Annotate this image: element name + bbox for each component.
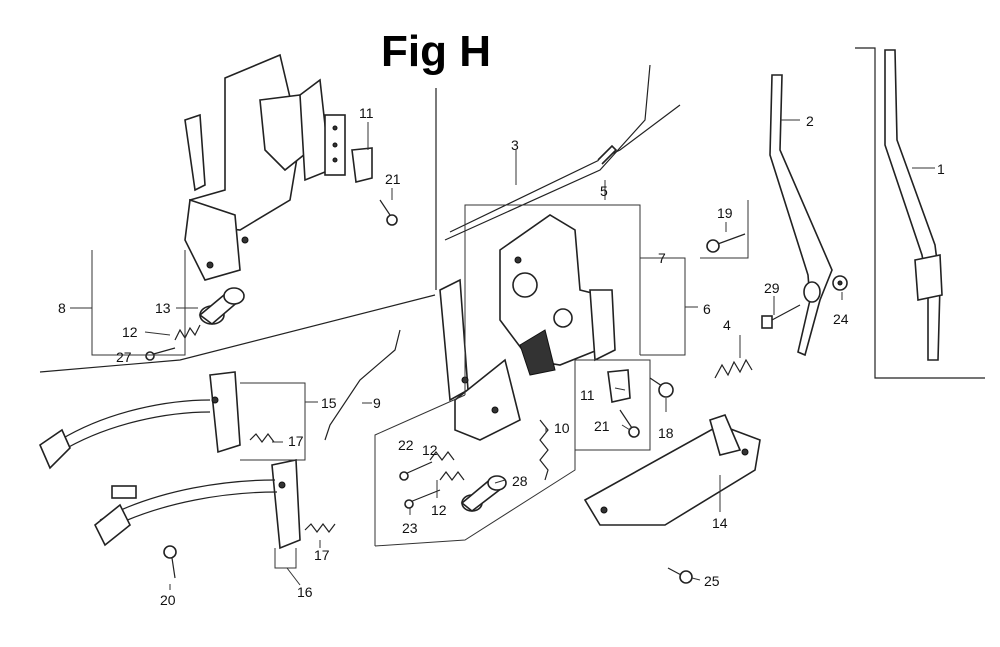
callout-16: 16	[297, 584, 313, 600]
callout-15: 15	[321, 395, 337, 411]
leader-lines	[70, 119, 935, 590]
callout-20: 20	[160, 592, 176, 608]
plate-part-14	[583, 414, 761, 526]
callout-12-center-lower: 12	[431, 502, 447, 518]
lever-part-1	[884, 49, 943, 361]
callout-12-center-upper: 12	[422, 442, 438, 458]
callout-9: 9	[373, 395, 381, 411]
callout-13: 13	[155, 300, 171, 316]
bolt-part-23	[404, 489, 441, 509]
callout-7: 7	[658, 250, 666, 266]
callout-27: 27	[116, 349, 132, 365]
callout-17-upper: 17	[288, 433, 304, 449]
callout-23: 23	[402, 520, 418, 536]
bolt-part-25	[667, 567, 693, 584]
bolt-part-29	[761, 304, 801, 329]
callout-24: 24	[833, 311, 849, 327]
callout-17-lower: 17	[314, 547, 330, 563]
bolt-part-18	[649, 377, 674, 398]
cable-part-3	[444, 64, 681, 241]
collar-part-28	[460, 475, 507, 513]
spring-part-12-upper-left	[174, 324, 201, 341]
callout-2: 2	[806, 113, 814, 129]
collar-part-13	[198, 287, 245, 326]
callout-28: 28	[512, 473, 528, 489]
cable-assembly-part-15	[39, 371, 241, 470]
control-plate-assembly	[439, 214, 616, 441]
callout-19: 19	[717, 205, 733, 221]
clip-part-11-upper	[351, 147, 373, 183]
callout-5: 5	[600, 183, 608, 199]
callout-12-upper: 12	[122, 324, 138, 340]
bolt-part-27	[145, 347, 176, 361]
callout-22: 22	[398, 437, 414, 453]
nut-part-24	[832, 275, 848, 291]
control-assembly-upper-left	[184, 53, 346, 281]
spring-part-17-upper	[249, 433, 275, 443]
callout-labels: 1 2 3 4 5 6 7 8 9 10 11 11 12 12 12 13 1…	[58, 105, 945, 608]
cable-assembly-part-16	[93, 459, 301, 550]
figure-title: Fig H	[381, 27, 491, 76]
callout-10: 10	[554, 420, 570, 436]
bolt-part-19	[706, 233, 746, 253]
spring-part-10	[539, 419, 549, 481]
spring-part-4	[714, 358, 753, 379]
callout-18: 18	[658, 425, 674, 441]
rod-part-9	[324, 329, 401, 441]
callout-11-center: 11	[580, 387, 595, 403]
bolt-part-20	[163, 545, 177, 579]
callout-6: 6	[703, 301, 711, 317]
spring-part-17-lower	[304, 523, 336, 533]
callout-14: 14	[712, 515, 728, 531]
bolt-part-21-center	[619, 409, 640, 438]
bolt-part-22	[399, 461, 433, 481]
callout-21-upper: 21	[385, 171, 401, 187]
callout-4: 4	[723, 317, 731, 333]
bolt-part-21-upper	[379, 199, 398, 226]
callout-29: 29	[764, 280, 780, 296]
callout-25: 25	[704, 573, 720, 589]
callout-3: 3	[511, 137, 519, 153]
clip-part-11-center	[574, 359, 651, 451]
callout-11-upper: 11	[359, 105, 374, 121]
lever-part-2	[769, 74, 833, 357]
spring-part-12-center	[429, 451, 465, 481]
callout-8: 8	[58, 300, 66, 316]
callout-1: 1	[937, 161, 945, 177]
callout-21-center: 21	[594, 418, 610, 434]
frame-lines	[39, 47, 985, 379]
